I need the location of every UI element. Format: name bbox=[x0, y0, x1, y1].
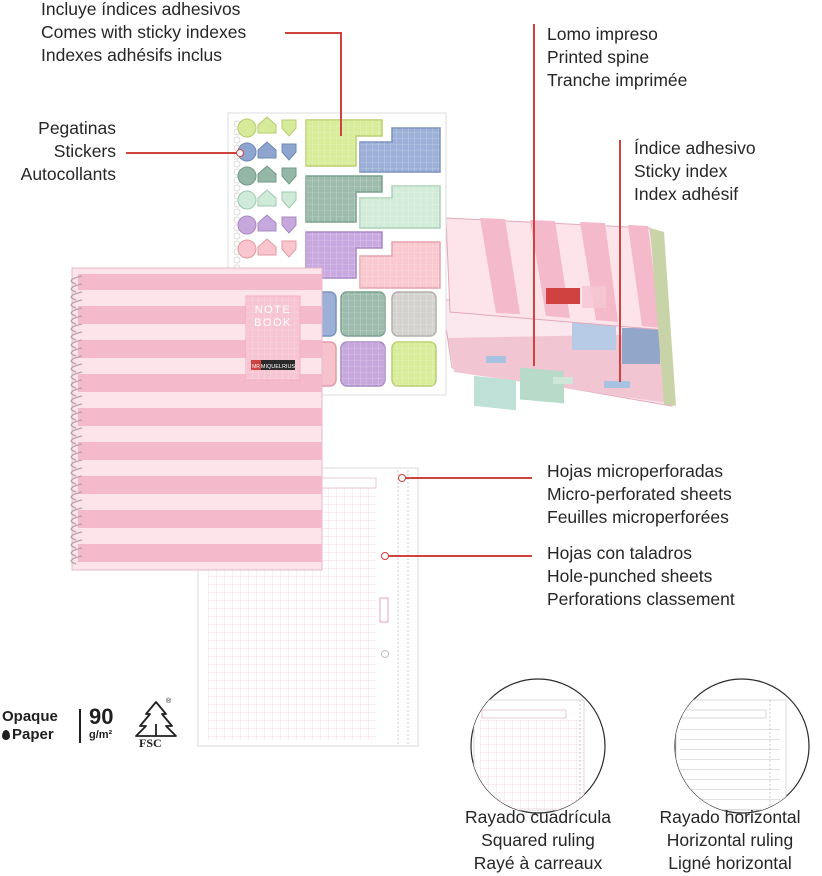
badge-divider bbox=[79, 709, 81, 743]
leader-line bbox=[388, 555, 532, 557]
notebook-cover: NOTE BOOK MR MIQUELRIUS bbox=[70, 267, 323, 571]
callout-text: Índice adhesivo bbox=[634, 138, 756, 158]
index-flag bbox=[604, 381, 630, 388]
caption-text: Rayado horizontal bbox=[659, 807, 801, 827]
cover-title-line2: BOOK bbox=[254, 317, 292, 329]
leader-line bbox=[533, 24, 535, 366]
brand-short: MR bbox=[252, 364, 260, 370]
callout-text: Hojas microperforadas bbox=[547, 461, 724, 481]
callout-text: Hole-punched sheets bbox=[547, 566, 713, 586]
caption-text: Rayado cuadrícula bbox=[465, 807, 611, 827]
callout-micro-perforated: Hojas microperforadas Micro-perforated s… bbox=[547, 460, 732, 529]
leader-line bbox=[619, 140, 621, 382]
callout-sticky-index: Índice adhesivo Sticky index Index adhés… bbox=[634, 137, 756, 206]
callout-text: Comes with sticky indexes bbox=[41, 22, 247, 42]
callout-printed-spine: Lomo impreso Printed spine Tranche impri… bbox=[547, 23, 687, 92]
leader-line bbox=[404, 477, 532, 479]
square-stickers bbox=[311, 291, 437, 387]
drop-icon bbox=[2, 730, 10, 740]
caption-text: Squared ruling bbox=[481, 830, 595, 850]
leader-dot bbox=[236, 149, 244, 157]
l-stickers bbox=[305, 119, 441, 289]
leader-dot bbox=[381, 552, 389, 560]
callout-text: Indexes adhésifs inclus bbox=[41, 45, 222, 65]
leader-line bbox=[340, 32, 342, 136]
caption-squared-ruling: Rayado cuadrícula Squared ruling Rayé à … bbox=[438, 806, 638, 875]
callout-text: Incluye índices adhesivos bbox=[41, 0, 241, 19]
callout-text: Autocollants bbox=[20, 164, 116, 184]
horizontal-ruling-circle bbox=[674, 678, 810, 814]
callout-hole-punched: Hojas con taladros Hole-punched sheets P… bbox=[547, 542, 735, 611]
index-flag bbox=[486, 356, 506, 363]
callout-text: Perforations classement bbox=[547, 589, 735, 609]
callout-text: Sticky index bbox=[634, 161, 728, 181]
caption-text: Rayé à carreaux bbox=[473, 853, 603, 873]
callout-text: Pegatinas bbox=[38, 118, 116, 138]
leader-dot bbox=[398, 474, 406, 482]
opaque-label: Opaque bbox=[2, 708, 58, 725]
callout-text: Stickers bbox=[53, 141, 116, 161]
leader-line bbox=[126, 152, 238, 154]
callout-text: Feuilles microperforées bbox=[547, 507, 729, 527]
fsc-label: FSC bbox=[139, 736, 162, 750]
open-notebook bbox=[441, 217, 676, 411]
callout-text: Tranche imprimée bbox=[547, 70, 688, 90]
fsc-tree-icon bbox=[135, 701, 177, 737]
callout-text: Printed spine bbox=[547, 47, 650, 67]
weight-badge: 90 g/m² bbox=[89, 706, 113, 742]
squared-ruling-circle bbox=[470, 678, 606, 814]
callout-text: Hojas con taladros bbox=[547, 543, 692, 563]
weight-value: 90 bbox=[89, 704, 114, 729]
brand-logo: MIQUELRIUS bbox=[261, 364, 296, 370]
sticker-sheet bbox=[227, 112, 447, 396]
callout-text: Lomo impreso bbox=[547, 24, 658, 44]
caption-text: Horizontal ruling bbox=[666, 830, 794, 850]
cover-title-line1: NOTE bbox=[255, 304, 292, 316]
weight-unit: g/m² bbox=[89, 729, 113, 741]
paper-label: Paper bbox=[12, 726, 54, 743]
callout-text: Index adhésif bbox=[634, 184, 739, 204]
callout-stickers: Pegatinas Stickers Autocollants bbox=[0, 117, 116, 186]
caption-horizontal-ruling: Rayado horizontal Horizontal ruling Lign… bbox=[642, 806, 818, 875]
callout-text: Micro-perforated sheets bbox=[547, 484, 732, 504]
index-flag bbox=[553, 377, 573, 384]
leader-line bbox=[285, 32, 341, 34]
callout-sticky-indexes: Incluye índices adhesivos Comes with sti… bbox=[41, 0, 246, 67]
caption-text: Ligné horizontal bbox=[668, 853, 792, 873]
opaque-paper-badge: Opaque Paper bbox=[2, 708, 58, 744]
small-stickers bbox=[237, 116, 297, 259]
fsc-registered-mark: ® bbox=[166, 698, 172, 705]
